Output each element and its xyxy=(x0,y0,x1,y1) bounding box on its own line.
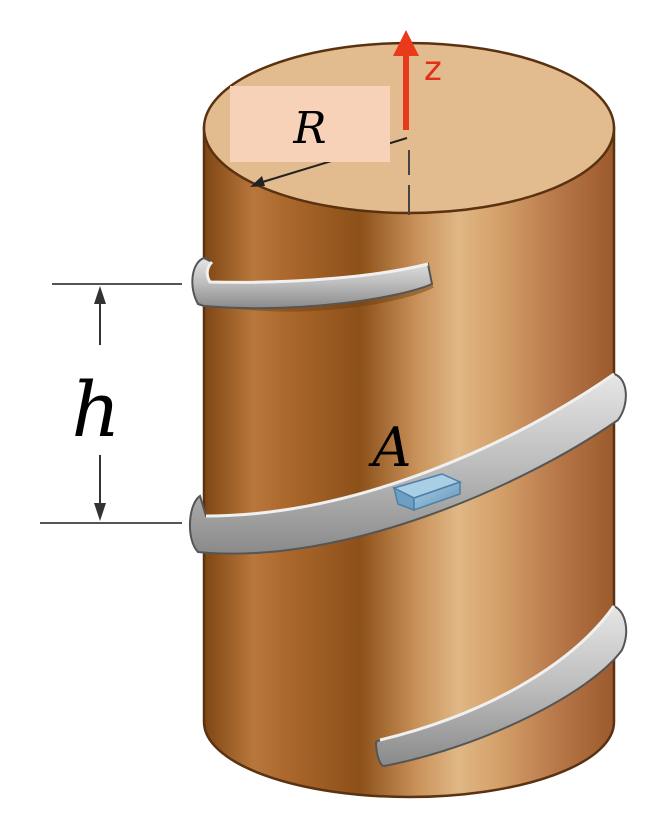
bead-a-side xyxy=(413,480,461,512)
helix-rail-top-edge xyxy=(205,260,429,284)
z-axis-arrowhead xyxy=(393,30,419,56)
point-a-label: A xyxy=(368,416,412,479)
z-axis-label: z xyxy=(424,49,442,89)
radius-label: R xyxy=(292,103,326,154)
pitch-arrowhead-top xyxy=(94,286,106,304)
pitch-label: h xyxy=(72,365,121,454)
radius-arrowhead xyxy=(250,176,265,187)
helix-rail-bottom-edge xyxy=(379,605,616,742)
helix-rail-middle-edge xyxy=(205,372,615,518)
radius-label-box xyxy=(230,86,390,162)
pitch-arrowhead-bottom xyxy=(94,503,106,521)
